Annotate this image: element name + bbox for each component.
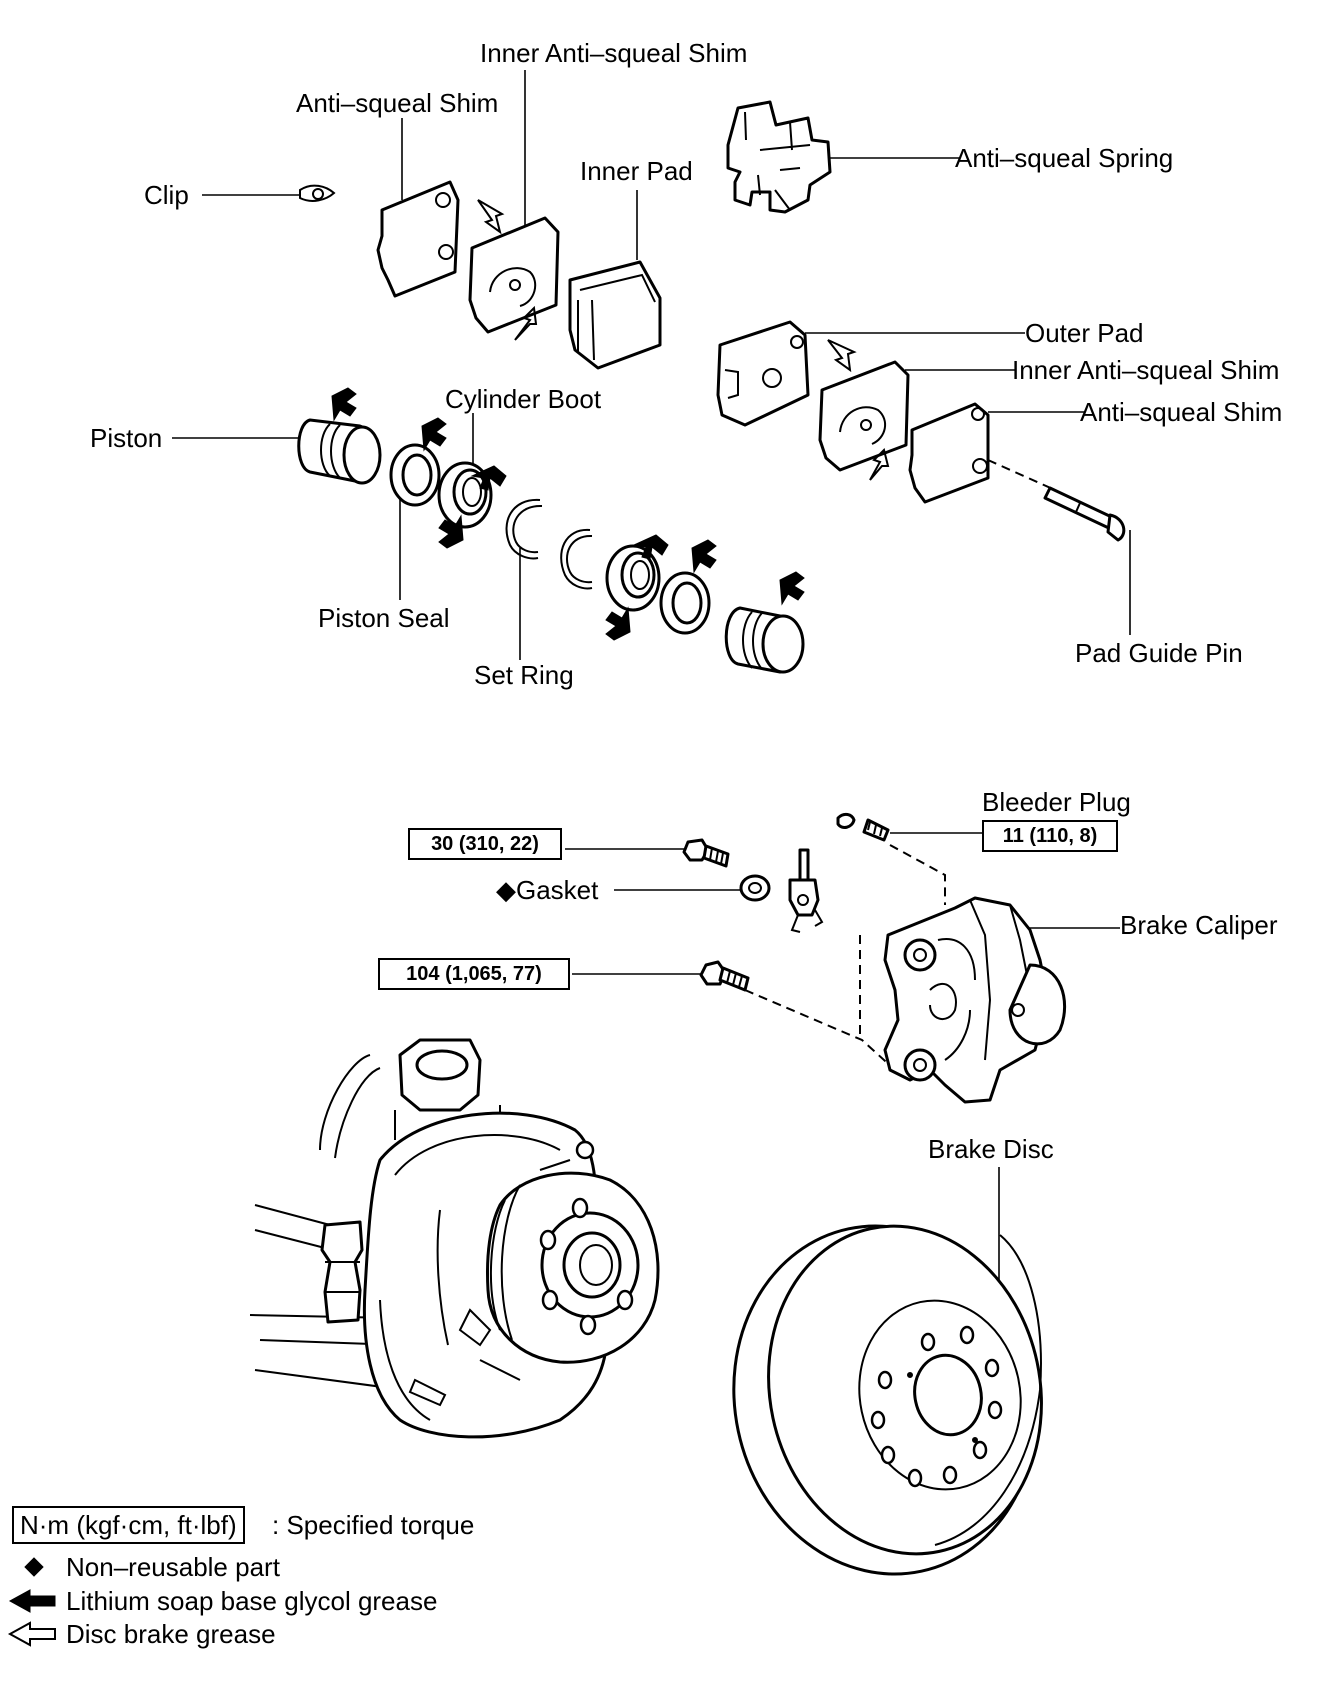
label-brake-disc: Brake Disc: [928, 1134, 1054, 1164]
label-inner-anti-squeal-shim-right: Inner Anti–squeal Shim: [1012, 355, 1280, 385]
label-piston-seal: Piston Seal: [318, 603, 450, 633]
cylinder-boot-left-part: [437, 461, 507, 549]
legend-non-reusable: Non–reusable part: [66, 1552, 280, 1582]
label-gasket: ◆Gasket: [496, 875, 599, 905]
cylinder-boot-right-part: [605, 534, 669, 641]
label-clip: Clip: [144, 180, 189, 210]
inner-anti-squeal-shim-right-part: [818, 339, 910, 481]
hollow-arrow-icon: [7, 1621, 56, 1647]
label-bleeder-plug: Bleeder Plug: [982, 787, 1131, 817]
label-anti-squeal-spring: Anti–squeal Spring: [955, 143, 1174, 173]
torque-bleeder-plug: 11 (110, 8): [982, 820, 1118, 852]
solid-arrow-icon: [8, 1589, 56, 1613]
legend-symbols: [7, 1557, 56, 1647]
legend-lithium-grease: Lithium soap base glycol grease: [66, 1586, 438, 1616]
clip-part: [299, 184, 336, 202]
gasket-part: [739, 874, 771, 902]
torque-caliper-bolt: 104 (1,065, 77): [378, 958, 570, 990]
inner-pad-part: [568, 260, 662, 370]
label-inner-pad: Inner Pad: [580, 156, 693, 186]
piston-left-part: [297, 387, 382, 485]
legend-torque-unit-box: N·m (kgf·cm, ft·lbf): [12, 1506, 245, 1544]
caliper-bolt-part: [699, 960, 750, 992]
hub-backing-plate-part: [249, 1038, 660, 1439]
dashed-lines: [744, 459, 1056, 1071]
anti-squeal-shim-right-part: [908, 402, 990, 504]
label-brake-caliper: Brake Caliper: [1120, 910, 1278, 940]
set-ring-parts: [505, 498, 593, 590]
leader-lines: [172, 70, 1131, 1290]
union-bolt-part: [682, 838, 730, 868]
inner-anti-squeal-shim-top-part: [468, 199, 560, 341]
piston-seal-left-part: [389, 417, 447, 507]
label-cylinder-boot: Cylinder Boot: [445, 384, 602, 414]
anti-squeal-shim-top-part: [376, 180, 460, 298]
pad-guide-pin-part: [1043, 486, 1126, 542]
label-outer-pad: Outer Pad: [1025, 318, 1144, 348]
legend-torque-desc: : Specified torque: [272, 1510, 475, 1540]
brake-caliper-part: [883, 896, 1066, 1104]
piston-right-part: [724, 571, 805, 674]
bleeder-plug-part: [836, 812, 890, 842]
brake-disc-part: [732, 1224, 1043, 1576]
outer-pad-part: [716, 320, 810, 427]
torque-union-bolt: 30 (310, 22): [408, 828, 562, 860]
label-anti-squeal-shim-right: Anti–squeal Shim: [1080, 397, 1283, 427]
label-pad-guide-pin: Pad Guide Pin: [1075, 638, 1243, 668]
diamond-icon: [24, 1557, 44, 1577]
label-anti-squeal-shim-top: Anti–squeal Shim: [296, 88, 499, 118]
label-inner-anti-squeal-shim-top: Inner Anti–squeal Shim: [480, 38, 748, 68]
legend-disc-grease: Disc brake grease: [66, 1619, 276, 1649]
brake-hose-part: [788, 848, 824, 933]
label-set-ring: Set Ring: [474, 660, 574, 690]
anti-squeal-spring-part: [726, 100, 832, 214]
piston-seal-right-part: [659, 539, 717, 635]
label-piston: Piston: [90, 423, 163, 453]
